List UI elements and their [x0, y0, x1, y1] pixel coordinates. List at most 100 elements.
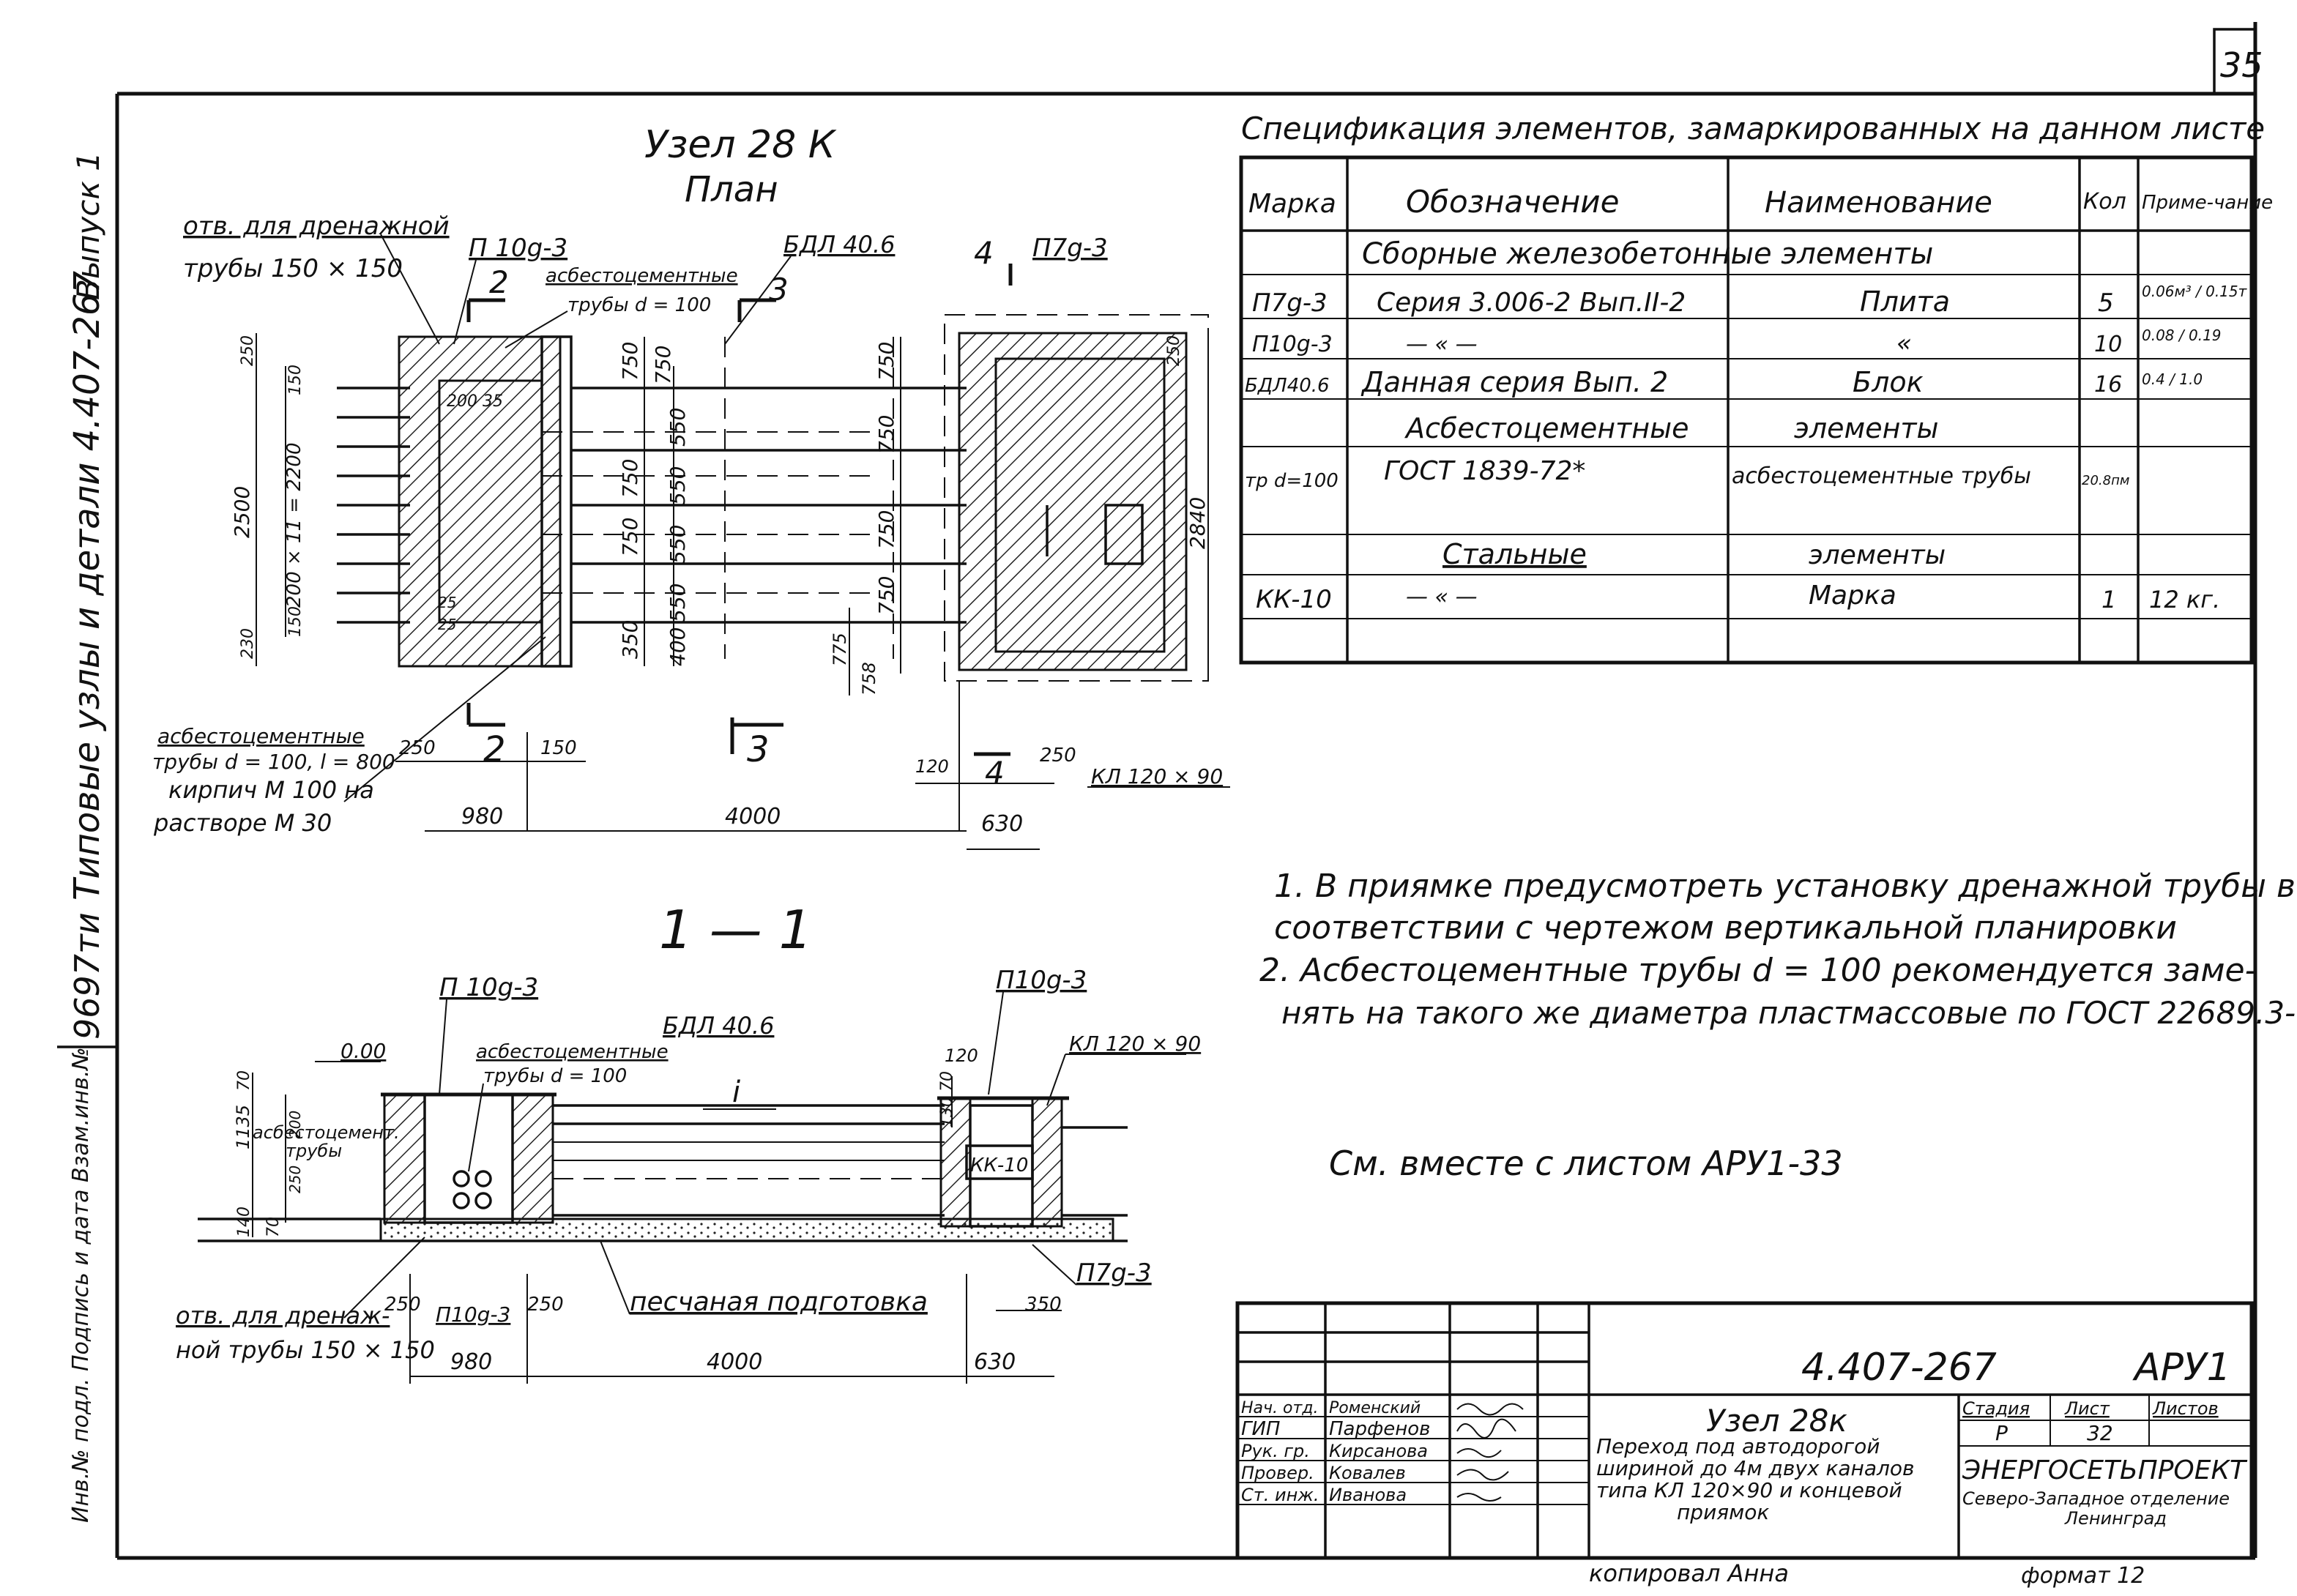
spec-col-note: Приме-чание [2142, 192, 2273, 214]
section-dimension-lines [252, 1073, 1062, 1384]
sec-dim-250: 250 [286, 1166, 304, 1193]
node-title: Узел 28к [1706, 1403, 1847, 1439]
left-chamber-wall [398, 335, 562, 668]
dim-750b: 750 [618, 459, 642, 498]
plan-brick-label-2: растворе М 30 [153, 809, 332, 837]
note-1-line-a: 1. В приямке предусмотреть установку дре… [1274, 868, 2296, 905]
plan-node-title: Узел 28 К [644, 123, 837, 167]
plan-asbestos-bottom-label: асбестоцементные [157, 724, 365, 748]
note-2-line-a: 2. Асбестоцементные трубы d = 100 рекоме… [1259, 952, 2257, 989]
kk10-label: КК-10 [970, 1155, 1028, 1177]
section-mark-2-bottom: 2 [483, 729, 506, 770]
plan-kl-label: КЛ 120 × 90 [1091, 764, 1223, 788]
signature [1456, 1448, 1502, 1458]
dim-550a: 550 [666, 408, 690, 447]
description-line-2: шириной до 4м двух каналов [1596, 1456, 1915, 1480]
note-2-line-b: нять на такого же диаметра пластмассовые… [1281, 995, 2297, 1031]
spec-row-1-qty: 5 [2098, 288, 2114, 318]
org-line-2: Северо-Западное отделение [1962, 1488, 2230, 1509]
spec-group-steel-b: элементы [1809, 540, 1946, 570]
dim-758: 758 [859, 662, 879, 696]
signature [1456, 1418, 1516, 1439]
dim-4000: 4000 [725, 804, 781, 829]
dim-150b: 150 [286, 606, 305, 637]
sec-dim-70b: 70 [264, 1217, 283, 1237]
section-mark-4-bottom: 4 [985, 755, 1005, 791]
dim-750e: 750 [874, 342, 898, 381]
stage-value: Р [1995, 1421, 2008, 1445]
section-view: 1 — 1 КК-10 П 10g-3 П10g-3 [176, 899, 1201, 1384]
spec-row-4-designation: ГОСТ 1839-72* [1384, 456, 1585, 486]
sec-dim-70a: 70 [235, 1070, 253, 1091]
dim-550d: 550 [666, 583, 690, 622]
spec-row-2-qty: 10 [2094, 332, 2122, 357]
spec-row-1-name: Плита [1860, 286, 1950, 318]
spec-row-2-name: « [1896, 329, 1912, 358]
spec-row-3-mark: БДЛ40.6 [1245, 375, 1330, 397]
sec-dim-4000: 4000 [707, 1349, 762, 1375]
description-line-4: приямок [1677, 1500, 1769, 1524]
dim-750g: 750 [874, 510, 898, 549]
sec-dim-120: 120 [945, 1045, 978, 1066]
section-right-wall-b [1031, 1097, 1063, 1228]
plan-drain-hole-label: отв. для дренажной [183, 212, 450, 241]
pipe-circle [474, 1170, 492, 1187]
sec-dim-130-70: 130 70 [938, 1071, 956, 1127]
spec-row-4-mark: тр d=100 [1245, 470, 1339, 492]
staff-name: Иванова [1329, 1485, 1407, 1505]
plan-view-title: План [685, 169, 778, 210]
page-number: 35 [2220, 45, 2263, 85]
section-asbestos-left-2: трубы [286, 1141, 342, 1161]
dim-750d: 750 [651, 346, 675, 384]
section-left-wall-b [511, 1093, 554, 1224]
section-kl-label: КЛ 120 × 90 [1069, 1032, 1201, 1056]
sec-dim-1135: 1135 [233, 1105, 253, 1149]
series-label: Выпуск 1 [70, 152, 106, 300]
left-margin: Выпуск 1 Типовые узлы и детали 4.407-267… [67, 152, 108, 1523]
section-asbestos-label: асбестоцементные [476, 1041, 669, 1063]
pipe-circle [453, 1192, 470, 1209]
dim-25b: 25 [438, 616, 456, 633]
signature [1456, 1493, 1502, 1502]
spec-col-mark: Марка [1248, 189, 1336, 219]
spec-row-4-name: асбестоцементные трубы [1732, 463, 2031, 489]
spec-row-1-mark: П7g-3 [1252, 288, 1328, 318]
section-p7d3-bottom: П7g-3 [1076, 1258, 1152, 1288]
series-title: Типовые узлы и детали 4.407-267 [67, 271, 108, 901]
sand-label: песчаная подготовка [630, 1287, 928, 1317]
section-title: 1 — 1 [659, 899, 812, 961]
plan-p7d3-label: П7g-3 [1032, 234, 1108, 263]
spec-row-3-name: Блок [1853, 366, 1924, 398]
section-asbestos-left: асбестоцемент. [253, 1122, 400, 1143]
spec-row-5-designation: — « — [1406, 584, 1478, 610]
copied-by: копировал Анна [1589, 1559, 1789, 1587]
section-left-wall-a [383, 1093, 426, 1224]
dim-250a: 250 [239, 335, 257, 366]
staff-name: Кирсанова [1329, 1441, 1428, 1461]
description-line-1: Переход под автодорогой [1596, 1434, 1880, 1458]
margin-field-label: Инв.№ подл. Подпись и дата Взам.инв.№ [68, 1047, 94, 1523]
sheet-value: 32 [2087, 1421, 2113, 1445]
spec-row-3-designation: Данная серия Вып. 2 [1360, 366, 1668, 398]
plan-brick-label: кирпич М 100 на [168, 776, 374, 804]
staff-name: Ковалев [1329, 1463, 1406, 1483]
dim-200-35: 200 35 [447, 392, 503, 411]
signature [1456, 1469, 1509, 1481]
dim-750h: 750 [874, 576, 898, 615]
staff-role: Рук. гр. [1241, 1441, 1310, 1461]
section-p10d3-right: П10g-3 [996, 966, 1087, 995]
section-mark-4-top: 4 [974, 235, 994, 271]
sec-dim-200: 200 [286, 1111, 304, 1138]
sec-dim-250b: 250 [527, 1294, 564, 1316]
plan-bdl406-label: БДЛ 40.6 [783, 231, 895, 258]
dim-750f: 750 [874, 415, 898, 454]
dim-120: 120 [915, 756, 949, 777]
spec-row-5-note: 12 кг. [2149, 586, 2220, 614]
pipe-circle [453, 1170, 470, 1187]
spec-group-asbestos-a: Асбестоцементные [1404, 412, 1689, 444]
section-asbestos-label-2: трубы d = 100 [483, 1065, 627, 1087]
inventory-code: 9697ти [67, 912, 107, 1040]
org-line-3: Ленинград [2064, 1508, 2167, 1529]
section-mark-3-top: 3 [769, 272, 789, 307]
staff-name: Парфенов [1329, 1418, 1430, 1440]
